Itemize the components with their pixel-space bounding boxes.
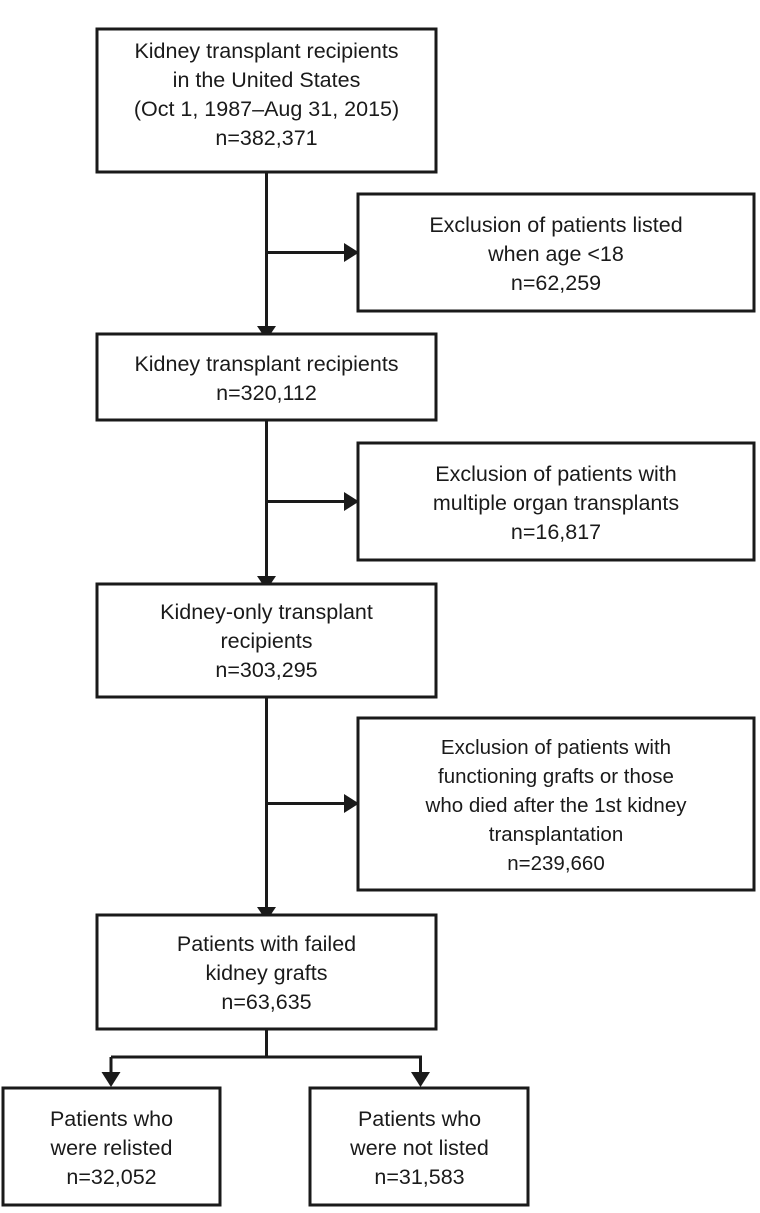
node-exclusion-functioning-line-3: who died after the 1st kidney	[425, 794, 688, 817]
node-relisted-line-1: Patients who	[50, 1107, 173, 1131]
node-cohort-source-line-2: in the United States	[173, 68, 361, 92]
node-not-listed-line-2: were not listed	[349, 1136, 489, 1160]
node-cohort-source-line-3: (Oct 1, 1987–Aug 31, 2015)	[134, 97, 399, 121]
node-exclusion-multiorgan-line-1: Exclusion of patients with	[435, 462, 676, 486]
node-relisted-box	[1, 1086, 222, 1207]
node-cohort-source-box	[95, 27, 438, 174]
node-exclusion-functioning-count: n=239,660	[507, 852, 604, 875]
node-failed-grafts-count: n=63,635	[221, 990, 311, 1014]
node-not-listed-count: n=31,583	[374, 1165, 464, 1189]
node-exclusion-age-box	[356, 192, 756, 313]
node-kidney-only-recipients-box	[95, 582, 438, 699]
node-cohort-source-line-1: Kidney transplant recipients	[134, 39, 398, 63]
node-adult-recipients-count: n=320,112	[216, 381, 317, 405]
node-kidney-only-recipients-count: n=303,295	[215, 658, 317, 682]
arrowhead-relisted	[101, 1072, 121, 1087]
arrowhead-exclusion-functioning	[344, 794, 359, 813]
node-exclusion-age-count: n=62,259	[511, 271, 601, 295]
arrowhead-not-listed	[411, 1072, 430, 1087]
node-cohort-source: Kidney transplant recipients in the Unit…	[95, 27, 438, 174]
node-exclusion-functioning-line-1: Exclusion of patients with	[441, 736, 671, 759]
node-relisted-count: n=32,052	[66, 1165, 156, 1189]
node-not-listed: Patients who were not listed n=31,583	[308, 1086, 530, 1207]
node-exclusion-age: Exclusion of patients listed when age <1…	[356, 192, 756, 313]
node-kidney-only-recipients-line-2: recipients	[220, 629, 312, 653]
node-cohort-source-count: n=382,371	[215, 126, 317, 150]
node-failed-grafts-line-1: Patients with failed	[177, 932, 356, 956]
node-exclusion-functioning-line-4: transplantation	[489, 823, 623, 846]
node-exclusion-multiorgan: Exclusion of patients with multiple orga…	[356, 441, 756, 562]
arrowhead-exclusion-multiorgan	[344, 492, 359, 511]
node-failed-grafts-box	[95, 913, 438, 1031]
node-adult-recipients: Kidney transplant recipients n=320,112	[95, 332, 438, 422]
node-not-listed-line-1: Patients who	[358, 1107, 481, 1131]
node-kidney-only-recipients-line-1: Kidney-only transplant	[160, 600, 373, 624]
node-adult-recipients-box	[95, 332, 438, 422]
node-exclusion-multiorgan-line-2: multiple organ transplants	[433, 491, 679, 515]
node-exclusion-functioning-box	[356, 716, 756, 892]
node-not-listed-box	[308, 1086, 530, 1207]
node-exclusion-age-line-1: Exclusion of patients listed	[429, 213, 682, 237]
node-exclusion-multiorgan-box	[356, 441, 756, 562]
arrowhead-exclusion-age	[344, 243, 359, 262]
node-exclusion-functioning-line-2: functioning grafts or those	[438, 765, 674, 788]
node-exclusion-functioning: Exclusion of patients with functioning g…	[356, 716, 756, 892]
node-relisted: Patients who were relisted n=32,052	[1, 1086, 222, 1207]
node-exclusion-age-line-2: when age <18	[487, 242, 624, 266]
node-kidney-only-recipients: Kidney-only transplant recipients n=303,…	[95, 582, 438, 699]
node-failed-grafts-line-2: kidney grafts	[206, 961, 328, 985]
node-relisted-line-2: were relisted	[50, 1136, 173, 1160]
node-adult-recipients-line-1: Kidney transplant recipients	[134, 352, 398, 376]
node-failed-grafts: Patients with failed kidney grafts n=63,…	[95, 913, 438, 1031]
node-exclusion-multiorgan-count: n=16,817	[511, 520, 601, 544]
